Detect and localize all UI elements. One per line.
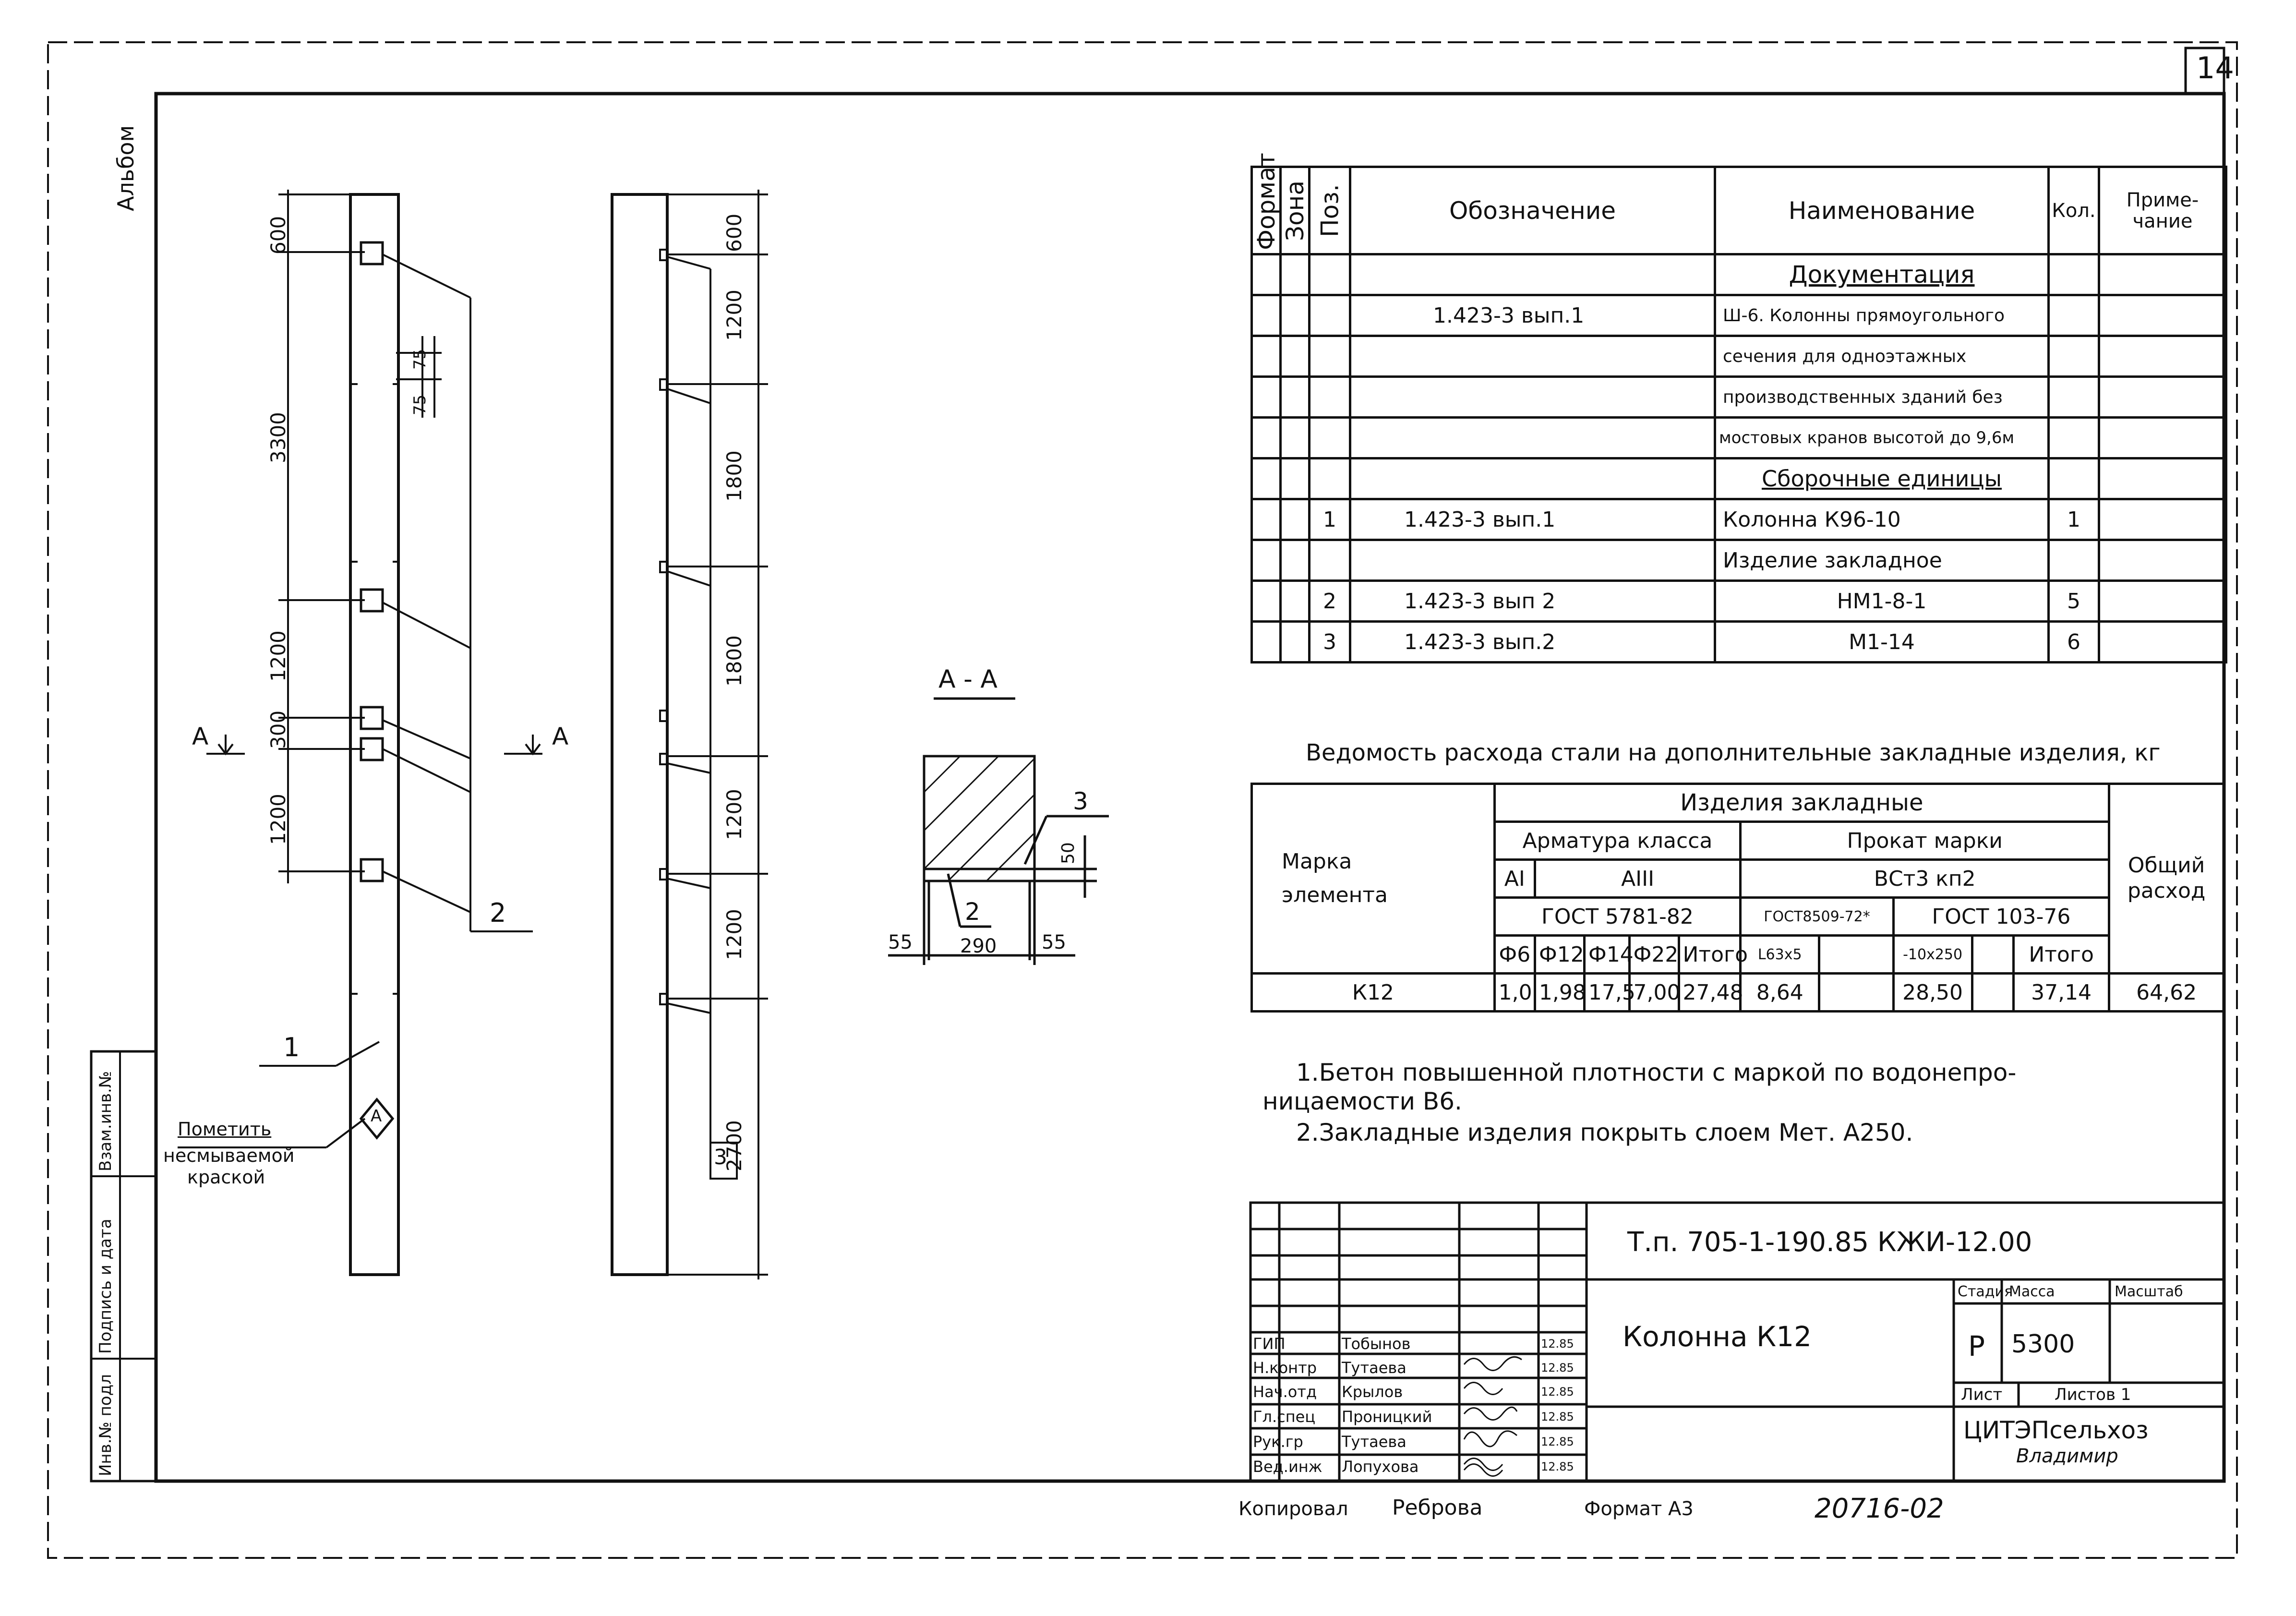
callout-2: 2 <box>490 898 506 928</box>
note-line: 2.Закладные изделия покрыть слоем Мет. А… <box>1296 1119 1913 1146</box>
col-ai: АI <box>1493 858 1536 899</box>
role-label: Н.контр <box>1253 1359 1317 1377</box>
embedded-plate <box>360 241 384 265</box>
sheets-label: Листов 1 <box>2055 1385 2131 1404</box>
col-note: Приме- чание <box>2098 166 2227 255</box>
sheet-number: 14 <box>2196 50 2234 85</box>
sign-date: 12.85 <box>1541 1435 1574 1448</box>
sign-date: 12.85 <box>1541 1385 1574 1399</box>
mass-label: Масса <box>2009 1283 2055 1300</box>
person-name: Тутаева <box>1342 1359 1406 1377</box>
col-gost1: ГОСТ 5781-82 <box>1493 896 1742 937</box>
sign-date: 12.85 <box>1541 1460 1574 1473</box>
callout-1: 1 <box>283 1032 300 1062</box>
role-label: Рук.гр <box>1253 1433 1303 1451</box>
col-name: Наименование <box>1714 166 2050 255</box>
column-side-view <box>611 193 669 1276</box>
copied-by: Реброва <box>1392 1495 1483 1520</box>
steel-table: Марка элемента Изделия закладные Общий р… <box>1250 783 2225 1013</box>
section-callout-2: 2 <box>965 898 980 926</box>
person-name: Тутаева <box>1342 1433 1406 1451</box>
col-gost2: ГОСТ8509-72* <box>1739 896 1895 937</box>
col-group: Изделия закладные <box>1493 783 2111 823</box>
marker-letter: А <box>371 1107 382 1126</box>
section-dim: 55 <box>888 931 913 953</box>
specification-table: Формат Зона Поз. Обозначение Наименовани… <box>1250 153 2227 663</box>
col-aiii: АIII <box>1533 858 1742 899</box>
scale-label: Масштаб <box>2115 1283 2183 1300</box>
org-name: ЦИТЭПсельхоз <box>1963 1416 2149 1444</box>
table-row: Документация <box>1250 253 2227 296</box>
table-row: производственных зданий без <box>1250 375 2227 419</box>
note-line: ницаемости В6. <box>1262 1087 1462 1115</box>
col-mark: Марка элемента <box>1250 783 1496 975</box>
col-total: Общий расход <box>2108 783 2225 975</box>
person-name: Тобынов <box>1342 1335 1411 1353</box>
doc-code: Т.п. 705-1-190.85 КЖИ-12.00 <box>1627 1227 2032 1258</box>
col-vst: ВСт3 кп2 <box>1739 858 2111 899</box>
role-label: Вед.инж <box>1253 1458 1322 1476</box>
sheet-number-box <box>2184 47 2225 95</box>
sign-date: 12.85 <box>1541 1361 1574 1375</box>
format-label: Формат А3 <box>1584 1498 1694 1520</box>
col-prokat: Прокат марки <box>1739 820 2111 861</box>
sheet-trim-line <box>47 41 2238 1559</box>
col-gost3: ГОСТ 103-76 <box>1892 896 2111 937</box>
section-dim: 55 <box>1042 931 1066 953</box>
steel-table-title: Ведомость расхода стали на дополнительны… <box>1306 739 2161 766</box>
mark-diamond-icon <box>359 1097 395 1140</box>
col-qty: Кол. <box>2047 166 2100 255</box>
table-row: Изделие закладное <box>1250 539 2227 582</box>
section-title: А - А <box>938 665 998 694</box>
table-row: Сборочные единицы <box>1250 457 2227 500</box>
section-mark-left: А <box>192 723 209 750</box>
drawing-name: Колонна К12 <box>1623 1320 1812 1353</box>
table-row: сечения для одноэтажных <box>1250 335 2227 378</box>
person-name: Лопухова <box>1342 1458 1419 1476</box>
sheet-label: Лист <box>1961 1385 2003 1404</box>
mark-note-line2: несмываемой <box>163 1145 295 1166</box>
col-arm: Арматура класса <box>1493 820 1742 861</box>
column-front-view <box>349 193 400 1276</box>
section-outline <box>923 755 1036 882</box>
note-line: 1.Бетон повышенной плотности с маркой по… <box>1296 1059 2017 1086</box>
mass-value: 5300 <box>2011 1330 2075 1359</box>
left-stamp-box <box>90 1050 157 1483</box>
drawing-frame <box>154 92 2226 1483</box>
sign-date: 12.85 <box>1541 1410 1574 1423</box>
role-label: Нач.отд <box>1253 1383 1317 1401</box>
person-name: Проницкий <box>1342 1408 1432 1426</box>
table-row: мостовых кранов высотой до 9,6м <box>1250 416 2227 459</box>
section-mark-right: А <box>552 723 569 750</box>
mark-note-line3: краской <box>187 1167 265 1188</box>
callout-3: 3 <box>714 1145 727 1170</box>
person-name: Крылов <box>1342 1383 1403 1401</box>
doc-number: 20716-02 <box>1815 1493 1944 1524</box>
stage-value: Р <box>1968 1330 1985 1363</box>
role-label: Гл.спец <box>1253 1408 1316 1426</box>
role-label: ГИП <box>1253 1335 1286 1353</box>
embedded-plate <box>360 858 384 882</box>
col-designation: Обозначение <box>1349 166 1716 255</box>
section-dim: 290 <box>960 935 997 957</box>
copied-label: Копировал <box>1238 1498 1348 1520</box>
org-city: Владимир <box>2016 1445 2118 1467</box>
stage-label: Стадия <box>1958 1283 2013 1300</box>
mark-note-line1: Пометить <box>178 1119 272 1140</box>
section-callout-3: 3 <box>1073 787 1088 815</box>
sign-date: 12.85 <box>1541 1337 1574 1351</box>
